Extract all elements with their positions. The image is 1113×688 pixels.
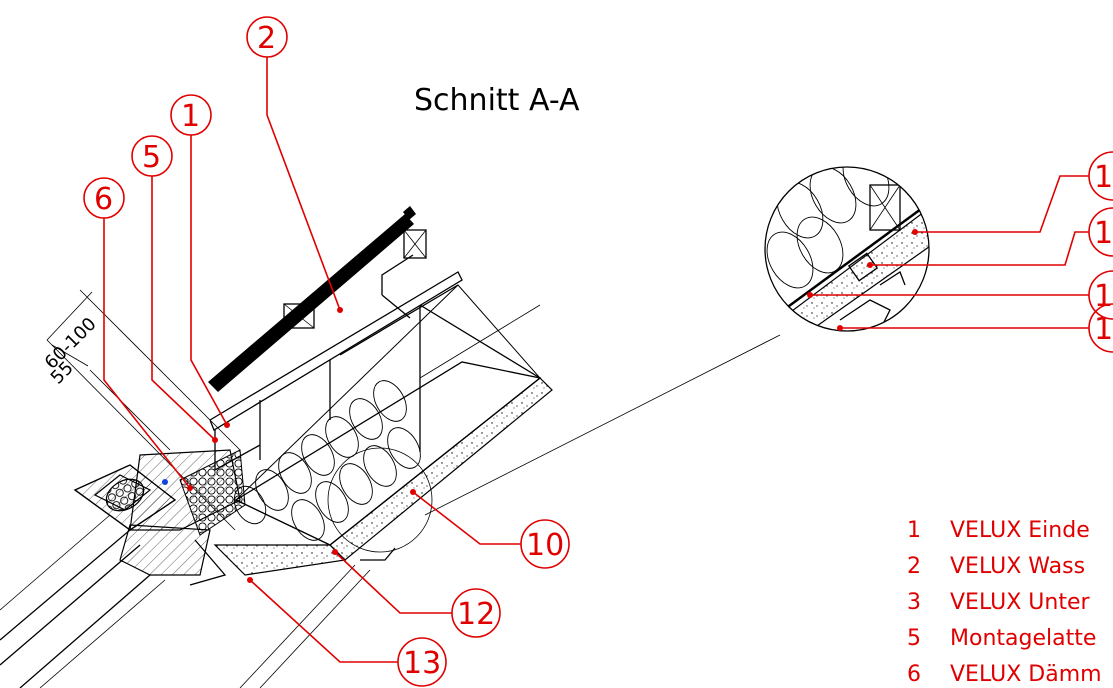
callouts-main: 2 1 5 6 10 12 13 <box>83 16 570 687</box>
section-title: Schnitt A-A <box>414 83 580 118</box>
detail-callout-13: 13 <box>1094 312 1113 347</box>
legend-number-5: 5 <box>907 626 921 651</box>
callout-6: 6 <box>94 182 113 217</box>
callout-5: 5 <box>142 140 161 175</box>
detail-view <box>764 166 930 332</box>
legend-text-6: VELUX Dämm <box>950 662 1102 687</box>
callout-10: 10 <box>526 528 564 563</box>
detail-callout-11: 11 <box>1094 216 1113 251</box>
interior-lining <box>213 377 553 576</box>
window-frame <box>0 449 371 688</box>
legend-text-5: Montagelatte <box>950 626 1096 651</box>
dimension-60-100: 60-100 <box>41 314 101 374</box>
legend-text-3: VELUX Unter <box>950 590 1090 615</box>
detail-callout-10: 10 <box>1094 160 1113 195</box>
callouts-detail: 10 11 12 13 <box>807 151 1113 353</box>
rafter-upper <box>209 271 463 471</box>
legend-text-2: VELUX Wass <box>950 554 1085 579</box>
legend: 1 VELUX Einde 2 VELUX Wass 3 VELUX Unter… <box>907 518 1102 687</box>
detail-callout-12: 12 <box>1094 279 1113 314</box>
main-section: 60-100 55 <box>0 206 781 688</box>
battens <box>283 303 315 329</box>
callout-13: 13 <box>403 646 441 681</box>
legend-number-3: 3 <box>907 590 921 615</box>
callout-2: 2 <box>257 21 276 56</box>
callout-12: 12 <box>457 597 495 632</box>
legend-number-2: 2 <box>907 554 921 579</box>
roof-covering <box>208 206 427 392</box>
detail-marker-circle <box>327 447 433 553</box>
callout-1: 1 <box>181 99 200 134</box>
legend-text-1: VELUX Einde <box>950 518 1090 543</box>
legend-number-1: 1 <box>907 518 921 543</box>
legend-number-6: 6 <box>907 662 921 687</box>
